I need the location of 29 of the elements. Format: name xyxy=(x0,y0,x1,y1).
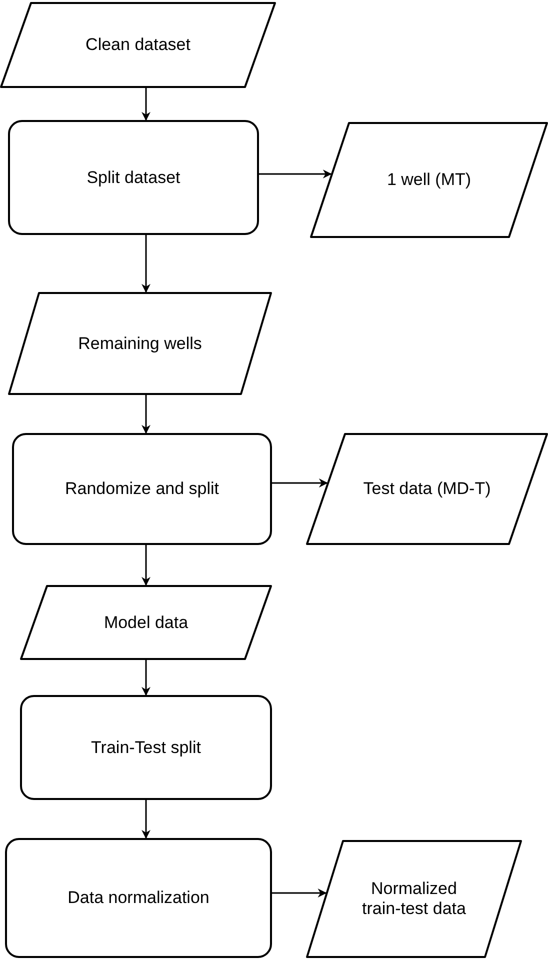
arrow xyxy=(142,800,150,839)
process-box xyxy=(12,433,272,545)
node-label: Train-Test split xyxy=(90,738,202,758)
arrow xyxy=(142,545,150,586)
node-label: Clean dataset xyxy=(84,35,192,55)
process-box xyxy=(8,120,259,235)
node-label: Model data xyxy=(102,612,190,632)
arrow xyxy=(272,888,327,898)
node-label: Randomize and split xyxy=(64,479,220,499)
node-label: Remaining wells xyxy=(77,334,203,354)
node-label: Split dataset xyxy=(86,168,182,188)
data-parallelogram xyxy=(310,122,548,238)
arrow xyxy=(142,395,150,434)
arrow xyxy=(142,235,150,293)
arrow xyxy=(272,478,328,488)
node-label: Data normalization xyxy=(66,888,210,908)
node-label: Normalized train-test data xyxy=(361,879,467,919)
process-box xyxy=(5,838,272,958)
data-parallelogram xyxy=(306,840,522,958)
data-parallelogram xyxy=(306,433,548,545)
data-parallelogram xyxy=(0,2,276,88)
data-parallelogram xyxy=(8,292,272,395)
arrow xyxy=(259,170,332,178)
process-box xyxy=(20,695,272,800)
arrow xyxy=(142,660,150,696)
node-label: 1 well (MT) xyxy=(386,170,472,190)
data-parallelogram xyxy=(20,585,272,660)
arrow xyxy=(142,88,150,121)
node-label: Test data (MD-T) xyxy=(362,479,492,499)
